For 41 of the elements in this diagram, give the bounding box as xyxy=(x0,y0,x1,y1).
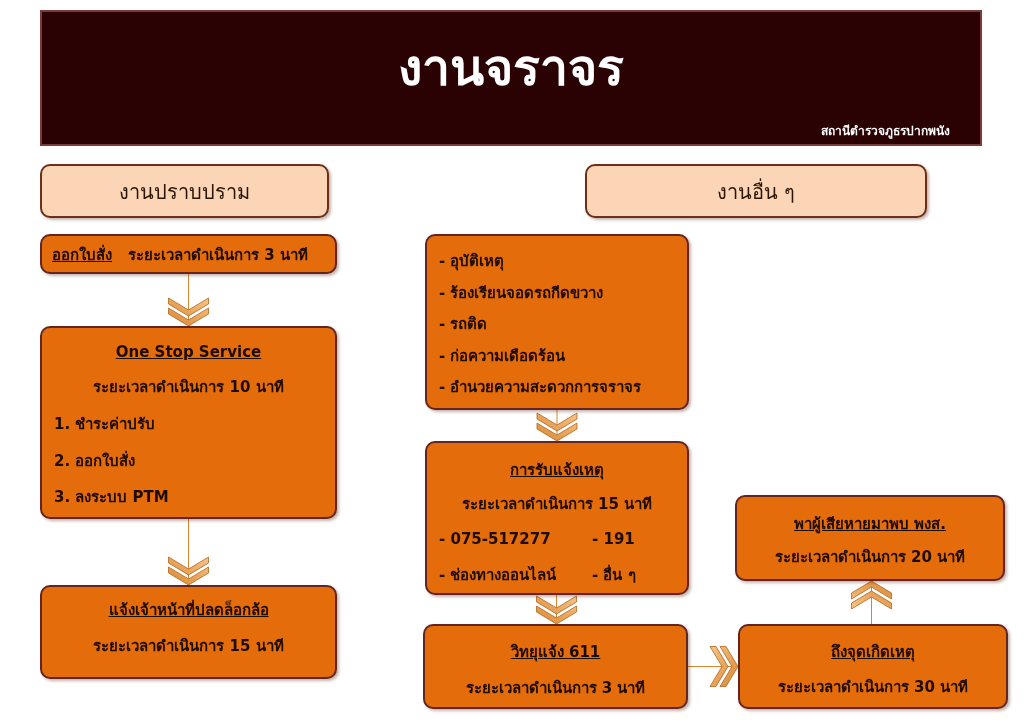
process-box xyxy=(425,441,689,595)
step-text: - อุบัติเหตุ xyxy=(439,251,505,271)
step-heading: แจ้งเจ้าหน้าที่ปลดล็อกล้อ xyxy=(108,600,269,620)
step-text: - รถติด xyxy=(439,314,488,334)
step-text: ระยะเวลาดำเนินการ 3 นาที xyxy=(128,245,308,265)
step-heading: ออกใบสั่ง xyxy=(52,245,112,265)
process-box xyxy=(40,234,337,274)
process-box xyxy=(735,495,1005,581)
step-heading: การรับแจ้งเหตุ xyxy=(510,460,604,480)
step-text: - อื่น ๆ xyxy=(592,565,636,585)
title-banner xyxy=(40,10,982,146)
step-text: ระยะเวลาดำเนินการ 30 นาที xyxy=(777,677,969,697)
section-header-box xyxy=(585,164,927,218)
section-header-text: งานอื่น ๆ xyxy=(716,180,796,204)
step-text: - 075-517277 xyxy=(439,529,551,549)
step-text: - ร้องเรียนจอดรถกีดขวาง xyxy=(439,283,604,303)
title-text: งานจราจร xyxy=(398,40,624,96)
process-box xyxy=(425,234,689,410)
step-text: ระยะเวลาดำเนินการ 15 นาที xyxy=(93,636,284,656)
process-box xyxy=(40,585,337,679)
step-heading: One Stop Service xyxy=(115,342,262,362)
step-text: - อำนวยความสะดวกการจราจร xyxy=(439,377,642,397)
step-text: 2. ออกใบสั่ง xyxy=(54,451,136,471)
step-text: 1. ชำระค่าปรับ xyxy=(54,414,156,434)
step-text: ระยะเวลาดำเนินการ 20 นาที xyxy=(774,547,966,567)
step-text: ระยะเวลาดำเนินการ 15 นาที xyxy=(461,494,653,514)
step-heading: พาผู้เสียหายมาพบ พงส. xyxy=(794,514,946,534)
step-text: - 191 xyxy=(592,529,635,549)
step-heading: วิทยุแจ้ง 611 xyxy=(510,642,601,662)
process-box xyxy=(738,624,1008,709)
section-header-box xyxy=(40,164,329,218)
step-heading: ถึงจุดเกิดเหตุ xyxy=(831,642,915,662)
step-text: - ก่อความเดือดร้อน xyxy=(439,346,566,366)
step-text: ระยะเวลาดำเนินการ 10 นาที xyxy=(93,377,284,397)
process-box xyxy=(40,326,337,519)
section-header-text: งานปราบปราม xyxy=(119,180,250,204)
step-text: ระยะเวลาดำเนินการ 3 นาที xyxy=(465,678,646,698)
process-box xyxy=(423,624,688,709)
subtitle-text: สถานีตำรวจภูธรปากพนัง xyxy=(821,124,950,138)
step-text: - ช่องทางออนไลน์ xyxy=(439,565,557,585)
step-text: 3. ลงระบบ PTM xyxy=(54,487,169,507)
